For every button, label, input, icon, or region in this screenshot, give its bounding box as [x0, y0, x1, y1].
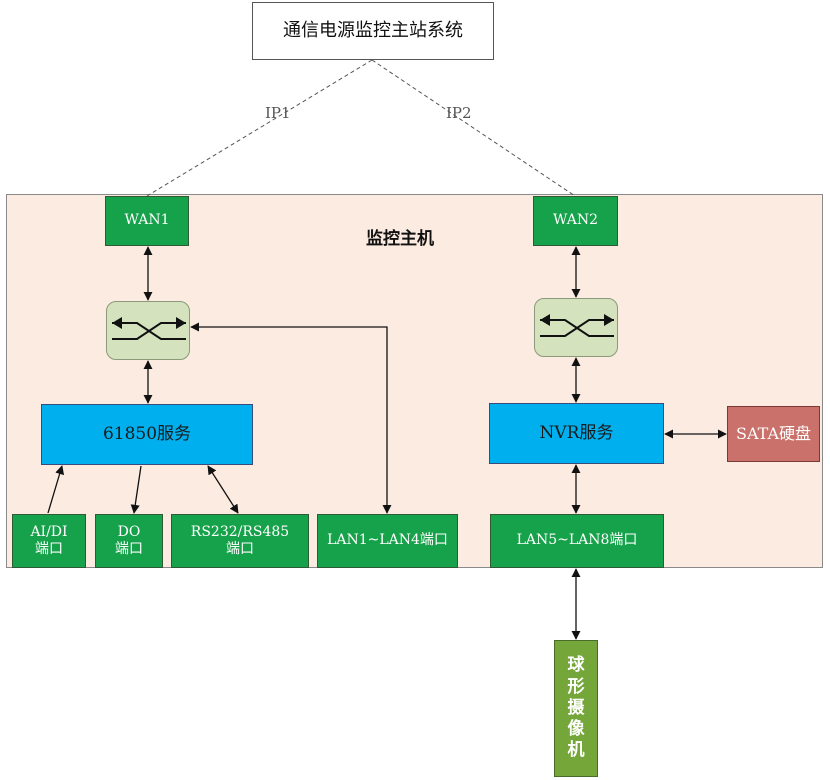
dome-camera-box: 球 形 摄 像 机	[554, 640, 598, 777]
lan1-lan4-port-label: LAN1~LAN4端口	[327, 532, 448, 549]
ai-di-port-label: AI/DI 端口	[30, 523, 68, 558]
monitoring-host-panel	[6, 194, 823, 568]
ip1-dashed-link	[146, 59, 373, 197]
lan5-lan8-port-box: LAN5~LAN8端口	[490, 514, 664, 568]
left-switch-icon	[112, 317, 186, 340]
master-station-system-box: 通信电源监控主站系统	[252, 2, 494, 60]
ip1-label: IP1	[263, 104, 293, 122]
dome-camera-char: 像	[567, 719, 585, 740]
wan2-label: WAN2	[553, 212, 598, 229]
lan1-lan4-port-box: LAN1~LAN4端口	[317, 514, 458, 568]
wan1-port-box: WAN1	[105, 196, 189, 246]
left-switch-box	[106, 301, 190, 360]
wan2-port-box: WAN2	[533, 196, 618, 246]
nvr-service-label: NVR服务	[539, 422, 614, 443]
dome-camera-char: 球	[567, 655, 585, 676]
right-switch-icon	[540, 314, 614, 337]
right-switch-box	[534, 298, 618, 357]
61850-to-do-arrow	[130, 465, 142, 514]
ai-di-port-box: AI/DI 端口	[12, 514, 86, 568]
monitoring-host-title: 监控主机	[366, 229, 434, 249]
switch-lan1-lan4-arrow	[190, 322, 392, 514]
dome-camera-char: 形	[567, 676, 585, 697]
ai-di-to-61850-arrow	[47, 465, 65, 514]
61850-rs232-rs485-arrow	[207, 465, 239, 514]
wan1-label: WAN1	[124, 212, 170, 229]
ip2-label: IP2	[444, 104, 474, 122]
rs232-rs485-port-label: RS232/RS485 端口	[190, 523, 290, 558]
ip2-dashed-link	[371, 59, 576, 197]
do-port-box: DO 端口	[95, 514, 163, 568]
nvr-service-box: NVR服务	[489, 403, 664, 464]
dome-camera-char: 机	[567, 740, 585, 761]
lan5-lan8-port-label: LAN5~LAN8端口	[516, 532, 638, 549]
do-port-label: DO 端口	[115, 523, 143, 558]
iec61850-service-label: 61850服务	[102, 423, 192, 444]
master-station-system-label: 通信电源监控主站系统	[283, 19, 463, 41]
sata-disk-box: SATA硬盘	[727, 406, 820, 462]
sata-disk-label: SATA硬盘	[736, 424, 811, 443]
dome-camera-char: 摄	[567, 697, 585, 718]
rs232-rs485-port-box: RS232/RS485 端口	[171, 514, 309, 568]
